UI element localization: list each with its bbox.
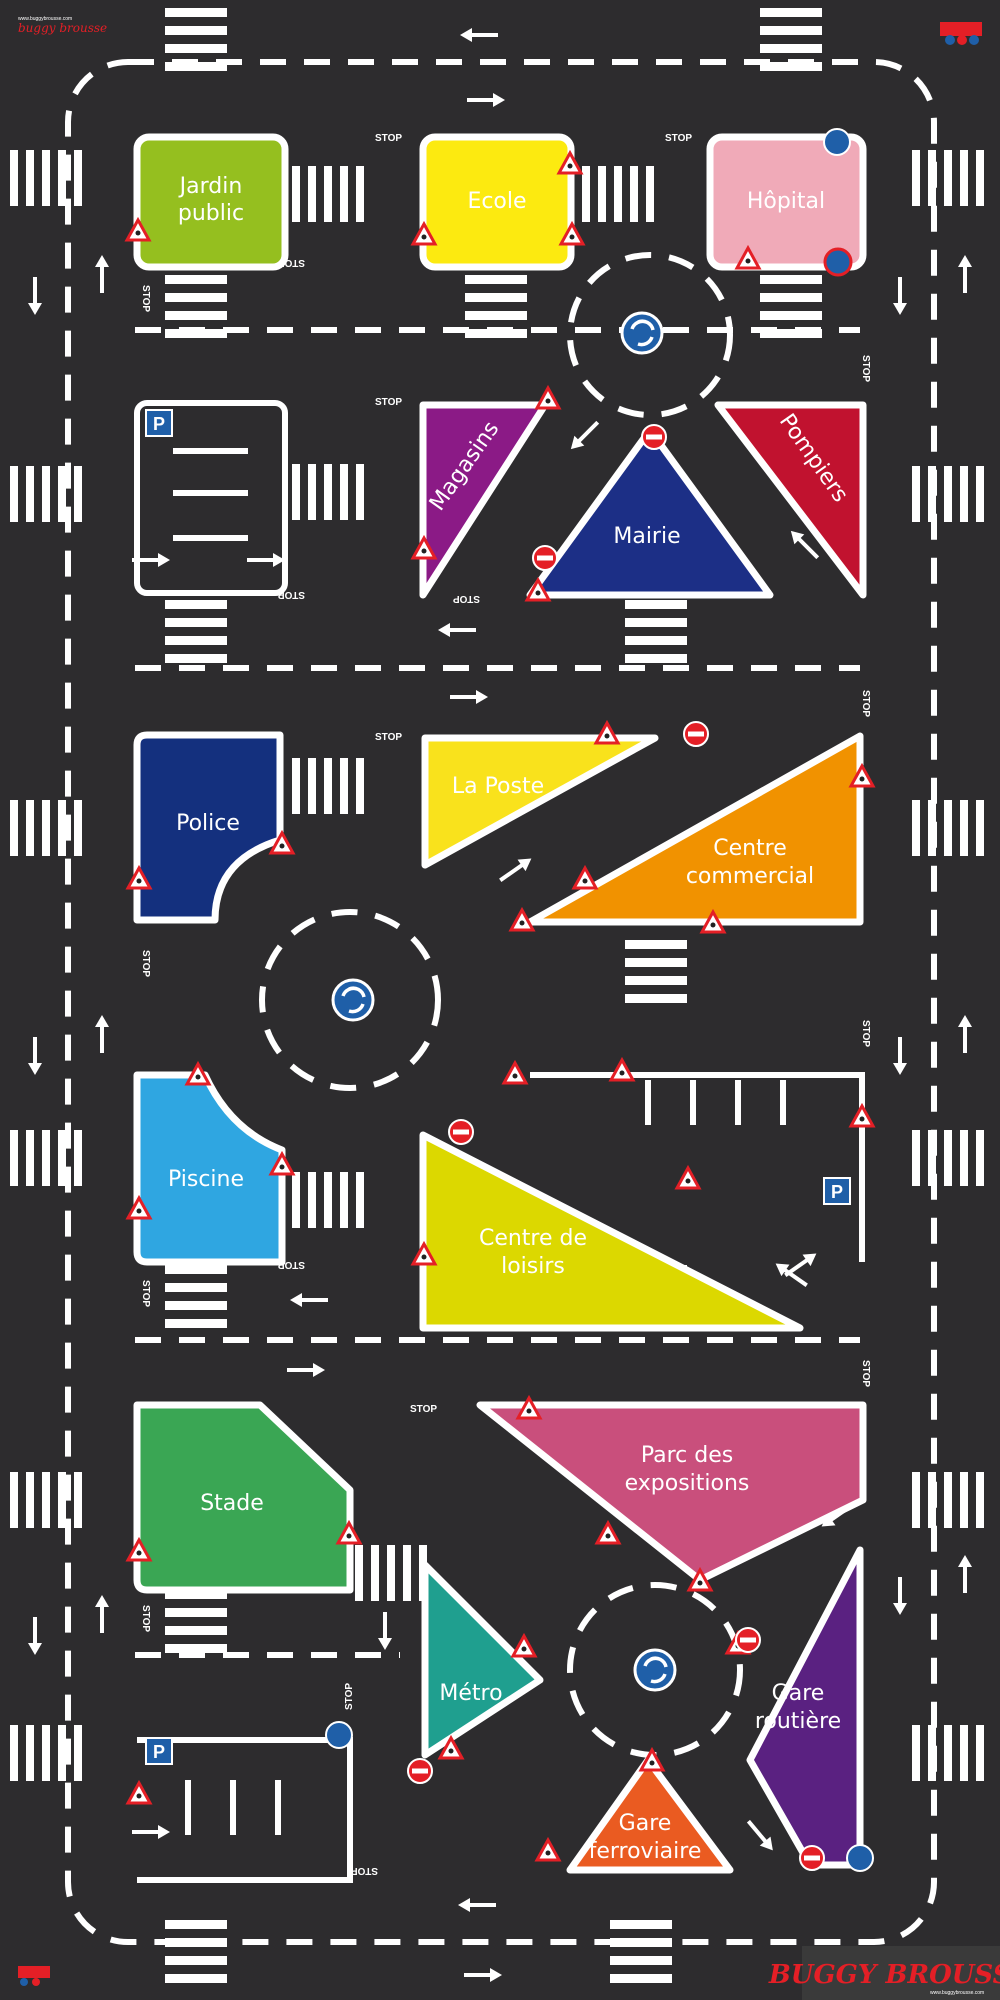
top-left-logo: www.buggybrousse.com buggy brousse: [18, 16, 107, 35]
label-laposte: La Poste: [452, 774, 544, 799]
svg-text:STOP: STOP: [375, 133, 402, 144]
svg-text:www.buggybrousse.com: www.buggybrousse.com: [930, 1990, 984, 1996]
building-ecole: [419, 133, 575, 271]
svg-text:STOP: STOP: [344, 1683, 355, 1710]
road-signs: [125, 128, 875, 1872]
building-commercial: [526, 732, 864, 926]
building-police: [133, 731, 284, 924]
building-magasins: [419, 401, 549, 599]
svg-text:STOP: STOP: [140, 285, 151, 312]
label-stade: Stade: [200, 1491, 264, 1516]
stop-markings: STOP STOP STOP STOP STOP STOP STOP STOP …: [140, 133, 871, 1876]
svg-text:STOP: STOP: [375, 397, 402, 408]
building-piscine: [133, 1071, 286, 1266]
svg-text:buggy brousse: buggy brousse: [18, 21, 107, 35]
label-police: Police: [176, 811, 240, 836]
svg-text:STOP: STOP: [860, 1360, 871, 1387]
svg-text:STOP: STOP: [860, 1020, 871, 1047]
parking-sign-right: P: [823, 1177, 851, 1205]
building-hopital: [706, 133, 867, 271]
svg-text:P: P: [153, 414, 165, 434]
svg-text:STOP: STOP: [140, 1280, 151, 1307]
svg-text:BUGGY BROUSSE: BUGGY BROUSSE: [768, 1960, 1000, 1990]
svg-text:STOP: STOP: [140, 1605, 151, 1632]
svg-text:STOP: STOP: [860, 690, 871, 717]
building-metro: [421, 1561, 544, 1759]
svg-text:STOP: STOP: [278, 257, 305, 268]
building-laposte: [421, 734, 659, 869]
label-hopital: Hôpital: [747, 189, 825, 214]
building-ferroviaire: [566, 1756, 734, 1874]
svg-text:STOP: STOP: [665, 133, 692, 144]
svg-text:STOP: STOP: [453, 593, 480, 604]
building-loisirs: [419, 1131, 804, 1332]
svg-text:www.buggybrousse.com: www.buggybrousse.com: [18, 16, 72, 22]
bottom-left-logo: [18, 1966, 50, 1986]
svg-text:STOP: STOP: [140, 950, 151, 977]
svg-text:STOP: STOP: [860, 355, 871, 382]
svg-text:STOP: STOP: [410, 1404, 437, 1415]
outer-ring-dashes: [65, 59, 937, 1945]
parking-sign-top: P: [145, 409, 173, 437]
svg-text:STOP: STOP: [278, 1259, 305, 1270]
roundabout-icon-bottom: [633, 1648, 677, 1692]
label-ecole: Ecole: [467, 189, 526, 214]
svg-text:P: P: [153, 1742, 165, 1762]
svg-text:P: P: [831, 1182, 843, 1202]
parking-sign-bottom: P: [145, 1737, 173, 1765]
building-expositions: [476, 1401, 867, 1584]
label-mairie: Mairie: [613, 524, 680, 549]
parking-top: [134, 400, 288, 596]
building-pompiers: [714, 401, 867, 599]
svg-text:STOP: STOP: [351, 1865, 378, 1876]
parking-right: [530, 1072, 865, 1262]
top-right-logo: [940, 22, 982, 45]
building-mairie: [526, 426, 774, 599]
roundabout-icon-middle: [331, 978, 375, 1022]
svg-text:STOP: STOP: [278, 589, 305, 600]
brand-logo: BUGGY BROUSSE www.buggybrousse.com: [768, 1946, 1000, 2000]
svg-text:STOP: STOP: [375, 732, 402, 743]
parking-bottom: [137, 1737, 353, 1883]
building-jardin: [133, 133, 289, 271]
label-metro: Métro: [439, 1681, 502, 1706]
label-piscine: Piscine: [168, 1167, 244, 1192]
roundabout-icon-top: [620, 311, 664, 355]
